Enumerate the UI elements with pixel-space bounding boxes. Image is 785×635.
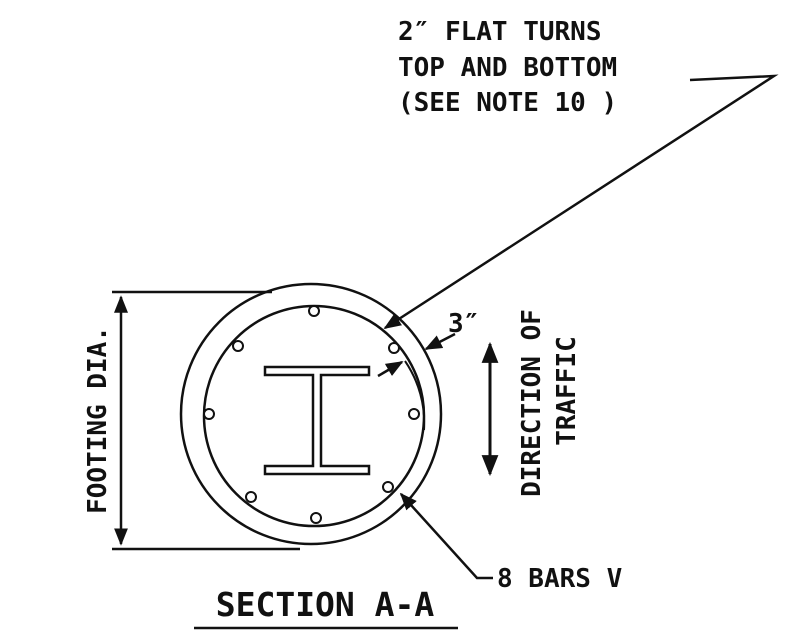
bars-leader	[399, 492, 493, 580]
vertical-bar	[382, 481, 394, 493]
footing-dia-label: FOOTING DIA.	[83, 326, 113, 514]
vertical-bar	[308, 305, 320, 317]
vertical-bar	[245, 491, 257, 503]
direction-label-line-2: TRAFFIC	[552, 336, 582, 446]
flat-turns-note-line-2: TOP AND BOTTOM	[398, 53, 617, 83]
bars-label: 8 BARS V	[497, 564, 622, 594]
section-title: SECTION A-A	[216, 585, 435, 624]
vertical-bar	[203, 408, 215, 420]
clearance-arrow-outer	[424, 332, 456, 351]
steel-beam-section	[263, 365, 371, 476]
vertical-bar	[232, 340, 244, 352]
clearance-arc	[404, 360, 426, 431]
vertical-bar	[408, 408, 420, 420]
vertical-bar	[310, 512, 322, 524]
flat-turns-note-line-1: 2″ FLAT TURNS	[398, 17, 602, 47]
flat-turns-note-line-3: (SEE NOTE 10 )	[398, 88, 617, 118]
footing-outer-circle	[179, 282, 443, 546]
vertical-bar	[388, 342, 400, 354]
clearance-arrow-inner	[377, 360, 404, 378]
direction-label-line-1: DIRECTION OF	[517, 309, 547, 497]
flat-turns-leader	[383, 74, 779, 330]
